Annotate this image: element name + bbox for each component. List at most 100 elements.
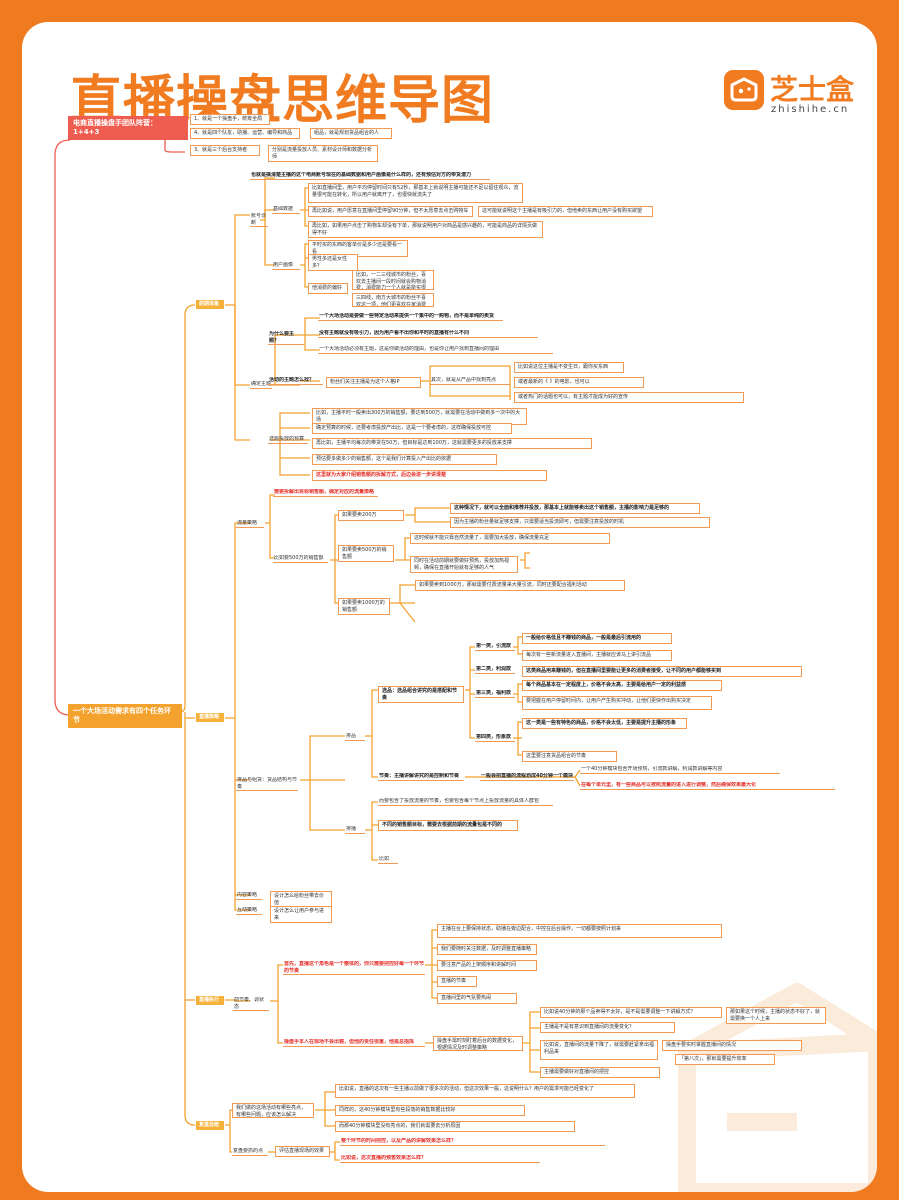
product-label: 排品 <box>345 733 365 741</box>
flow-branch: 如果要卖1000万的销售额 <box>338 598 390 615</box>
review-point: 比如说，直播的这次有一些主播以前做了很多次的活动，但这次效果一般，这说明什么？用… <box>335 1084 635 1098</box>
product-note: 这类商品用来赚钱的，但在直播间里要能让更多的消费者接受，让不同的用户都能够买到 <box>522 666 802 677</box>
flow-note: 如果要卖到1000万，那就需要付费流量来大量引流，同时还要配合福利活动 <box>415 580 625 591</box>
schedule-item: 比如 <box>378 856 398 864</box>
execution-item: 我们要随时关注数据，及时调整直播策略 <box>437 944 537 955</box>
product-note: 一般给价格低且不赚钱的商品，一般是最后引流用的 <box>522 633 672 644</box>
persona-item: 他消费的偏好 <box>308 283 348 294</box>
team-item: 1、就是一个操盘手，统筹全局 <box>190 114 270 125</box>
main-root: 一个大场活动需求有四个任务环节 <box>68 704 182 728</box>
why-theme: 为什么要主题？ <box>268 331 304 345</box>
basic-item: 比如直播间里，用户平均停留时间只有52秒，那基本上就说明主播可能还不足以留住观众… <box>308 183 523 203</box>
team-note: 组品，就是规划货品组合的人 <box>310 128 392 139</box>
basic-note: 这可能就说明这个主播是有吸引力的，但他卖的东西让用户没有购买欲望 <box>478 206 653 217</box>
product-group: 第三类，福利款 <box>475 690 515 698</box>
stage-review: 复盘总结 <box>196 1121 224 1130</box>
highlight-item: 整个环节的时间把控，以及产品的讲解效果怎么样？ <box>340 1138 605 1146</box>
goal-item: 这里就为大家介绍销售额的拆解方式，后边会进一步讲清楚 <box>312 470 547 481</box>
team-note: 分别是流量投放人员、素材设计师和数据分析师 <box>268 145 378 162</box>
rhythm-note: 一般会把直播的流程划成40分钟一个模块 <box>480 773 574 781</box>
flow-branch: 如果要卖500万的销售额 <box>338 545 394 562</box>
execution-sub: 前节奏、调状态 <box>233 997 269 1011</box>
stage-execution: 直播执行 <box>196 996 224 1005</box>
execution-item: 直播间里的气氛要热闹 <box>437 993 517 1004</box>
how-note: 或者热门的话题也可以，有主题才能成为好的宣传 <box>514 392 744 403</box>
account-lead: 也就是搞清楚主播的这个电商账号现在的基础数据和用户画像是什么样的，还有预估对方的… <box>250 172 490 180</box>
highlight-item: 比如说，这次直播的预售效果怎么样？ <box>340 1155 540 1163</box>
account-title: 账号诊断 <box>250 213 268 227</box>
execution-right-note: 那如果这个时候，主播的状态不好了，就需要换一个人上来 <box>726 1007 826 1024</box>
brand-domain: zhishihe.cn <box>771 104 850 115</box>
highlight-sub: 评估直播现场的效果 <box>275 1146 330 1157</box>
rhythm-title: 节奏：主播讲解讲究的是控制和节奏 <box>378 773 464 781</box>
execution-right-note: 操盘手要实时掌握直播间的情况 <box>662 1040 802 1051</box>
product-title: 选品：选品组合讲究的是搭配和节奏 <box>378 686 464 703</box>
persona-item: 平时买的东西的客单价是多少还是要看一看 <box>308 240 408 257</box>
execution-item: 直播的节奏 <box>437 976 477 987</box>
execution-right: 比如说40分钟的那个品卖得不太好，是不是需要调整一下讲解方式？ <box>540 1007 722 1018</box>
how-theme: 活动的主题怎么找？ <box>268 377 323 385</box>
flow-note: 这时候就不能只靠自然流量了，需要加大投放，确保流量充足 <box>410 533 610 544</box>
how-item: 其次，就是从产品中找到亮点 <box>430 377 510 385</box>
flow-note: 因为主播的粉丝量就足够支撑，只需要适当投流即可，但需要注意投放的时机 <box>450 517 710 528</box>
product-group: 第一类，引流款 <box>475 643 515 651</box>
how-note: 比如说这位主播是不变生日，跟你买东西 <box>514 362 624 373</box>
schedule-item: 不同的销售额目标，需要去根据前期的流量包是不同的 <box>378 820 518 831</box>
review-lead: 我们做的这场活动有哪些亮点，有哪些问题，应该怎么解决 <box>232 1103 314 1118</box>
persona-note: 三四线，南方大城市的粉丝不喜欢这一项，他们更喜欢在家消费 <box>352 293 434 307</box>
product-note: 这一类是一些有特色的商品，价格不会太低，主要是提升主播的形象 <box>522 718 687 729</box>
execution-item: 主播在台上要保持状态，助播在旁边配合，中控在后台操作，一切都要按照计划来 <box>437 924 722 938</box>
product-note: 要把握在用户停留时间内，让用户产生购买冲动，让他们更快作出购买决定 <box>522 696 712 710</box>
persona-item: 男性多还是女性多？ <box>308 254 358 271</box>
goal-item: 确定预算的时候，还要考虑投放产出比，这是一个要考虑的，这样确保投放可控 <box>312 423 512 434</box>
stage-strategy: 直播策略 <box>196 713 224 722</box>
execution-right: 比如说，直播间的流量下降了，就需要赶紧拿出福利品来 <box>540 1040 658 1060</box>
execution-lead: 操盘手本人在现场不会出镜，但他的责任很重，他是总指挥 <box>283 1039 425 1047</box>
flow-500: 比如要500万的销售额 <box>273 555 328 563</box>
review-point: 而那40分钟模块里没有亮点的，我们就需要去分析原因 <box>335 1121 575 1132</box>
team-item: 3、就是三个后台支持者 <box>190 145 260 156</box>
highlight-title: 复盘要抓的点 <box>232 1148 268 1156</box>
flow-branch: 如果要卖200万 <box>338 510 404 521</box>
schedule-label: 排播 <box>345 826 365 834</box>
how-item: 粉丝们关注主播是为这个人格IP <box>326 377 421 388</box>
cheese-box-icon <box>724 70 764 110</box>
execution-right-note: 「第八次」，那就需要提升效率 <box>675 1054 775 1065</box>
product-group: 第四类，形象款 <box>475 734 515 742</box>
flow-note: 同时在活动前期就要做好预热，投放加热视频，确保在直播开始就有足够的人气 <box>410 556 518 573</box>
product-sub: 排品与组货：货品结构与节奏 <box>236 777 298 791</box>
why-item: 一个大场活动必须有主题，这是你做活动的理由，也是你让用户找到直播间的理由 <box>318 346 553 354</box>
rhythm-item: 在每个单元里，有一些商品可以按照流量的进入进行调整，然后确保效果最大化 <box>580 782 835 790</box>
persona-note: 比如，一二三线城市的粉丝，喜欢去主播间一段时间就会购物消费，消费能力一个人就是能… <box>352 270 434 290</box>
team-item: 4、就是四个队友，助播、运营、编导和商品 <box>190 128 300 139</box>
execution-right: 主播需要做好对直播间的把控 <box>540 1067 660 1078</box>
product-note: 每个商品基本在一定程度上，价格不会太高，主要是给用户一定的利益感 <box>522 680 722 691</box>
product-note: 每次有一些新流量进入直播间，主播就应该马上讲引流品 <box>522 650 672 661</box>
basic-item: 再比如，如果用户点击了购物车却没有下单，那就说明用户对商品是感兴趣的，可能是商品… <box>308 221 543 238</box>
execution-detail: 操盘手需时刻盯着后台的数据变化，根据情况及时调整策略 <box>433 1036 523 1051</box>
basic-data: 基础数据 <box>272 206 300 214</box>
execution-lead: 首先，直播这个角色是一个整体的，你只需要把控好每一个环节的节奏 <box>283 961 425 975</box>
flow-note: 这种情况下，就可以全面和推荐并投放，那基本上就能够卖出这个销售额，主播的影响力是… <box>450 503 700 514</box>
persona: 用户画像 <box>272 262 300 270</box>
goal-title: 选题投放的预算 <box>268 436 308 444</box>
brand-name: 芝士盒 <box>770 73 855 106</box>
why-item: 没有主题就没有吸引力，因为用户看不出你和平时的直播有什么不同 <box>318 330 538 338</box>
how-note: 或者最新的《 》的电影，也可以 <box>514 377 644 388</box>
product-group: 第二类，利润款 <box>475 666 515 674</box>
why-item: 一个大场活动是要做一些特定活动来提供一个集中的一购物，而不是单纯的卖货 <box>318 313 503 321</box>
goal-item: 预估要多做多少的销售额，这个是我们计算投入产出比的依据 <box>312 454 497 465</box>
interact-note: 设计怎么让用户参与进来 <box>270 906 332 923</box>
execution-right: 主播是不是有意识到直播间的流量变化？ <box>540 1022 675 1033</box>
content-title: 内容策略 <box>236 892 262 900</box>
team-root: 电商直播操盘手团队阵营：1+4+3 <box>68 116 188 140</box>
execution-item: 要注意产品的上架顺序和讲解时间 <box>437 960 537 971</box>
rhythm-item: 一个40分钟模块包含开场预热，引流款讲解，利润款讲解等内容 <box>580 766 780 774</box>
schedule-item: 而要包含了投放流量的节奏，也要包含每个节点上投放流量的具体人群包 <box>378 798 553 806</box>
flow-title: 流量策略 <box>236 520 264 528</box>
product-note: 这里要注意货品组合的节奏 <box>522 751 617 762</box>
basic-item: 再比如说，用户愿意在直播间里停留90分钟，但不太愿意去点击购物车 <box>308 206 473 217</box>
goal-item: 再比如，主播平均每次的带货在50万，但目标是达到100万，这就需要更多的投放来支… <box>312 438 592 449</box>
review-point: 同样的，这40分钟模块里有些段落的销售数据比较好 <box>335 1105 525 1116</box>
